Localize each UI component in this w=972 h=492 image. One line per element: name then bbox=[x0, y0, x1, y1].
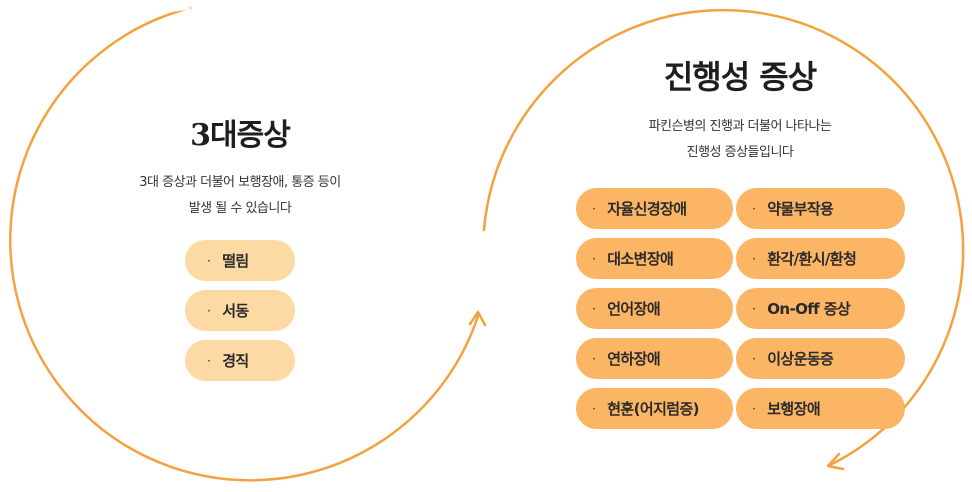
right-col2-item-3: · On-Off 증상 bbox=[736, 288, 905, 329]
bullet-icon: · bbox=[592, 351, 596, 366]
right-col1-item-3: · 언어장애 bbox=[576, 288, 733, 329]
bullet-icon: · bbox=[592, 401, 596, 416]
left-desc-line1: 3대 증상과 더불어 보행장애, 통증 등이 bbox=[139, 175, 341, 190]
right-description: 파킨슨병의 진행과 더불어 나타나는 진행성 증상들입니다 bbox=[580, 114, 900, 166]
right-col1-item-4: · 연하장애 bbox=[576, 338, 733, 379]
bullet-icon: · bbox=[207, 303, 211, 318]
right-col2-item-1: · 약물부작용 bbox=[736, 188, 905, 229]
right-desc-line2: 진행성 증상들입니다 bbox=[686, 145, 794, 160]
right-col2-item-4: · 이상운동증 bbox=[736, 338, 905, 379]
bullet-icon: · bbox=[207, 353, 211, 368]
bullet-icon: · bbox=[752, 201, 756, 216]
bullet-icon: · bbox=[752, 401, 756, 416]
left-item-2: · 서동 bbox=[185, 290, 295, 331]
left-cycle-arc bbox=[9, 6, 480, 482]
left-item-3: · 경직 bbox=[185, 340, 295, 381]
left-item-1: · 떨림 bbox=[185, 240, 295, 281]
left-arrowhead bbox=[468, 310, 487, 327]
right-col2-item-5: · 보행장애 bbox=[736, 388, 905, 429]
left-title: 3대증상 bbox=[190, 118, 291, 153]
right-arrowhead bbox=[826, 452, 845, 471]
right-desc-line1: 파킨슨병의 진행과 더불어 나타나는 bbox=[648, 119, 832, 134]
bullet-icon: · bbox=[752, 251, 756, 266]
right-col1-item-5: · 현훈(어지럼증) bbox=[576, 388, 733, 429]
bullet-icon: · bbox=[207, 253, 211, 268]
left-desc-line2: 발생 될 수 있습니다 bbox=[188, 201, 292, 216]
right-col2-item-2: · 환각/환시/환청 bbox=[736, 238, 905, 279]
bullet-icon: · bbox=[592, 301, 596, 316]
right-col1-item-1: · 자율신경장애 bbox=[576, 188, 733, 229]
right-cycle-arc bbox=[482, 8, 965, 467]
left-description: 3대 증상과 더불어 보행장애, 통증 등이 발생 될 수 있습니다 bbox=[90, 170, 390, 222]
right-title: 진행성 증상 bbox=[663, 58, 817, 96]
bullet-icon: · bbox=[592, 251, 596, 266]
bullet-icon: · bbox=[752, 351, 756, 366]
bullet-icon: · bbox=[752, 301, 756, 316]
right-col1-item-2: · 대소변장애 bbox=[576, 238, 733, 279]
bullet-icon: · bbox=[592, 201, 596, 216]
